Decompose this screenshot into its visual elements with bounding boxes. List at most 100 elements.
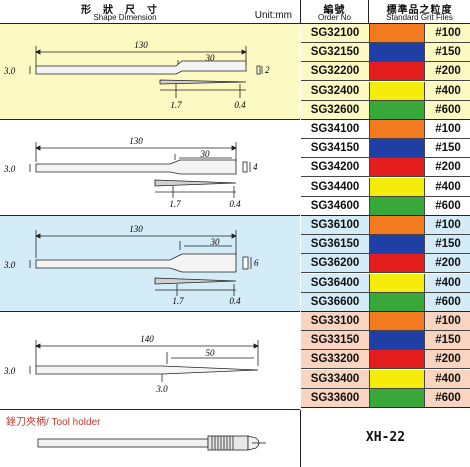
tool-holder-drawing [37,435,266,451]
file-drawing-4: 140 50 3.0 3.0 [3,334,259,394]
table-row: SG34400 #400 [301,177,470,197]
grit-value: #600 [424,388,470,407]
order-code: SG34200 [310,161,360,174]
dim-tip: 50 [206,348,216,358]
order-code: SG34100 [310,123,360,135]
shape-header-en: Shape Dimension [93,13,157,22]
grit-value: #100 [424,120,470,138]
order-code: SG34400 [310,180,360,193]
grit-color-swatch [369,100,424,119]
dim-diameter: 3.0 [3,366,16,376]
table-row: SG33100#100 [301,312,470,331]
grit-color-swatch [369,139,424,158]
table-row: SG32200 #200 [301,62,470,82]
table-row: SG36150#150 [301,235,470,255]
order-code: SG33400 [310,372,360,385]
order-header-cjk: 編號 [323,5,346,16]
grit-header-en: Standard Grit Files [386,13,453,22]
grit-color-swatch [369,254,424,273]
order-no-header: 編號 Order No [300,0,368,24]
table-row: SG33200 #200 [301,350,470,370]
table-row: SG36200 #200 [301,254,470,274]
table-row: SG36600#600 [301,292,470,312]
grit-color-swatch [369,62,424,81]
grit-color-swatch [369,158,424,177]
table-row: SG32600 #600 [301,100,470,120]
grit-value: #200 [424,350,470,369]
collet-body [207,435,249,451]
grit-color-swatch [369,43,424,62]
tool-holder-label: 銼刀夾柄/ Tool holder [6,417,101,428]
dim-thickness-1: 1.7 [169,199,181,209]
grit-header-cjk: 標準品之粒度 [386,5,453,16]
order-code: SG32200 [310,65,360,78]
grit-value: #150 [424,43,470,62]
table-row: SG36100 #100 [301,216,470,235]
dim-thickness-1: 1.7 [172,296,184,306]
grit-color-swatch [369,120,424,138]
grit-color-swatch [369,331,424,350]
unit-label: Unit:mm [254,10,292,21]
grit-value: #150 [424,331,470,350]
grit-color-swatch [369,312,424,330]
grit-value: #600 [424,100,470,119]
order-code: SG32600 [310,103,360,116]
grit-value: #400 [424,273,470,292]
grit-value: #400 [424,177,470,196]
table-row: SG34100 #100 [301,120,470,139]
order-code: SG36400 [310,276,360,289]
table-row: SG34150#150 [301,139,470,159]
model-cell: XH-22 [300,410,470,467]
order-code: SG32100 [310,27,360,39]
order-code: SG34600 [310,199,360,212]
grit-value: #150 [424,139,470,158]
order-code: SG32150 [310,46,360,59]
grit-value: #200 [424,62,470,81]
table-row: SG34600 #600 [301,196,470,216]
file-drawing-3: 130 30 3.0 6 1.7 0.4 [3,224,259,306]
order-code: SG36100 [310,219,360,231]
dim-thickness-2: 0.4 [229,296,241,306]
dim-thickness-1: 3.0 [155,384,168,394]
grit-color-swatch [369,177,424,196]
order-header-en: Order No [318,13,351,22]
table-row: SG34200#200 [301,158,470,178]
dim-thickness-2: 0.4 [229,199,241,209]
grit-color-swatch [369,388,424,407]
order-code: SG33100 [310,315,360,327]
dim-width: 6 [254,258,259,268]
table-row: SG36400 #400 [301,273,470,293]
grit-color-swatch [369,81,424,100]
dim-diameter: 3.0 [3,260,16,270]
grit-value: #100 [424,216,470,234]
grit-header: 標準品之粒度 Standard Grit Files [368,0,470,24]
order-code: SG33150 [310,334,360,347]
grit-value: #400 [424,369,470,388]
model-number: XH-22 [365,430,406,445]
shape-header-cjk: 形狀尺寸 [81,5,169,16]
grit-color-swatch [369,350,424,369]
table-row: SG33400 #400 [301,369,470,389]
grit-color-swatch [369,235,424,254]
table-row: SG33150 #150 [301,331,470,351]
dim-width: 4 [253,162,258,172]
dim-diameter: 3.0 [3,66,16,76]
grit-color-swatch [369,24,424,42]
dim-tip: 30 [205,53,216,63]
dim-length: 130 [129,224,143,234]
grit-value: #600 [424,196,470,215]
handle-shaft [37,438,209,448]
grit-color-swatch [369,196,424,215]
order-code: SG36200 [310,257,360,270]
order-code: SG33200 [310,353,360,366]
grit-value: #200 [424,254,470,273]
order-code: SG36150 [310,238,360,251]
grit-value: #400 [424,81,470,100]
order-code: SG36600 [310,295,360,308]
dim-tip: 30 [200,149,211,159]
group-1-drawing: 130 30 3.0 2 1.7 0.4 [0,24,300,120]
table-row: SG32400#400 [301,81,470,101]
dim-thickness-1: 1.7 [170,100,182,110]
group-3-drawing: 130 30 3.0 6 1.7 0.4 [0,216,300,312]
dim-diameter: 3.0 [3,164,16,174]
